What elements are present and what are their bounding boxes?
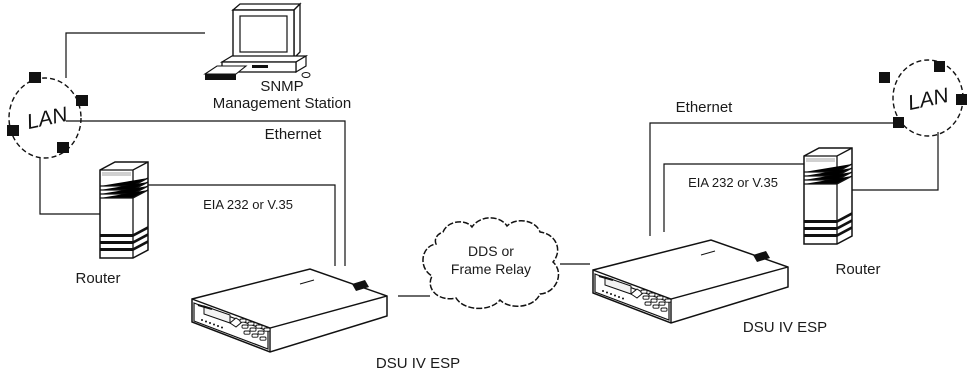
router-tower-icon	[803, 147, 853, 245]
router-label: Router	[835, 261, 880, 278]
wire-lan-left-to-router-left	[39, 158, 100, 215]
ethernet-label: Ethernet	[676, 99, 734, 116]
lan-label: LAN	[25, 103, 71, 134]
snmp-label-line2: Management Station	[213, 95, 351, 112]
cloud-icon	[422, 217, 560, 310]
lan-ring-icon	[7, 72, 88, 159]
cloud-label-line1: DDS or	[468, 243, 514, 259]
dsu-unit-icon	[191, 268, 388, 353]
ethernet-label: Ethernet	[265, 126, 323, 143]
lan-ring-icon	[879, 59, 967, 137]
connection-wires	[39, 32, 939, 297]
wire-ethernet-right	[649, 122, 898, 236]
eia-label: EIA 232 or V.35	[688, 175, 778, 190]
router-label: Router	[75, 270, 120, 287]
wire-eia-left	[148, 184, 336, 266]
wire-ethernet-left	[66, 120, 346, 266]
dsu-label: DSU IV ESP	[743, 319, 827, 336]
snmp-label-line1: SNMP	[260, 78, 303, 95]
router-tower-icon	[99, 161, 149, 259]
eia-label: EIA 232 or V.35	[203, 197, 293, 212]
wire-eia-right	[663, 163, 806, 232]
computer-icon	[203, 2, 311, 80]
cloud-label-line2: Frame Relay	[451, 261, 531, 277]
wire-lan-right-to-router-right	[852, 132, 939, 191]
lan-label: LAN	[906, 84, 952, 115]
dsu-unit-icon	[592, 239, 789, 324]
wire-lan-left-to-workstation	[65, 32, 205, 78]
dsu-label: DSU IV ESP	[376, 355, 460, 372]
